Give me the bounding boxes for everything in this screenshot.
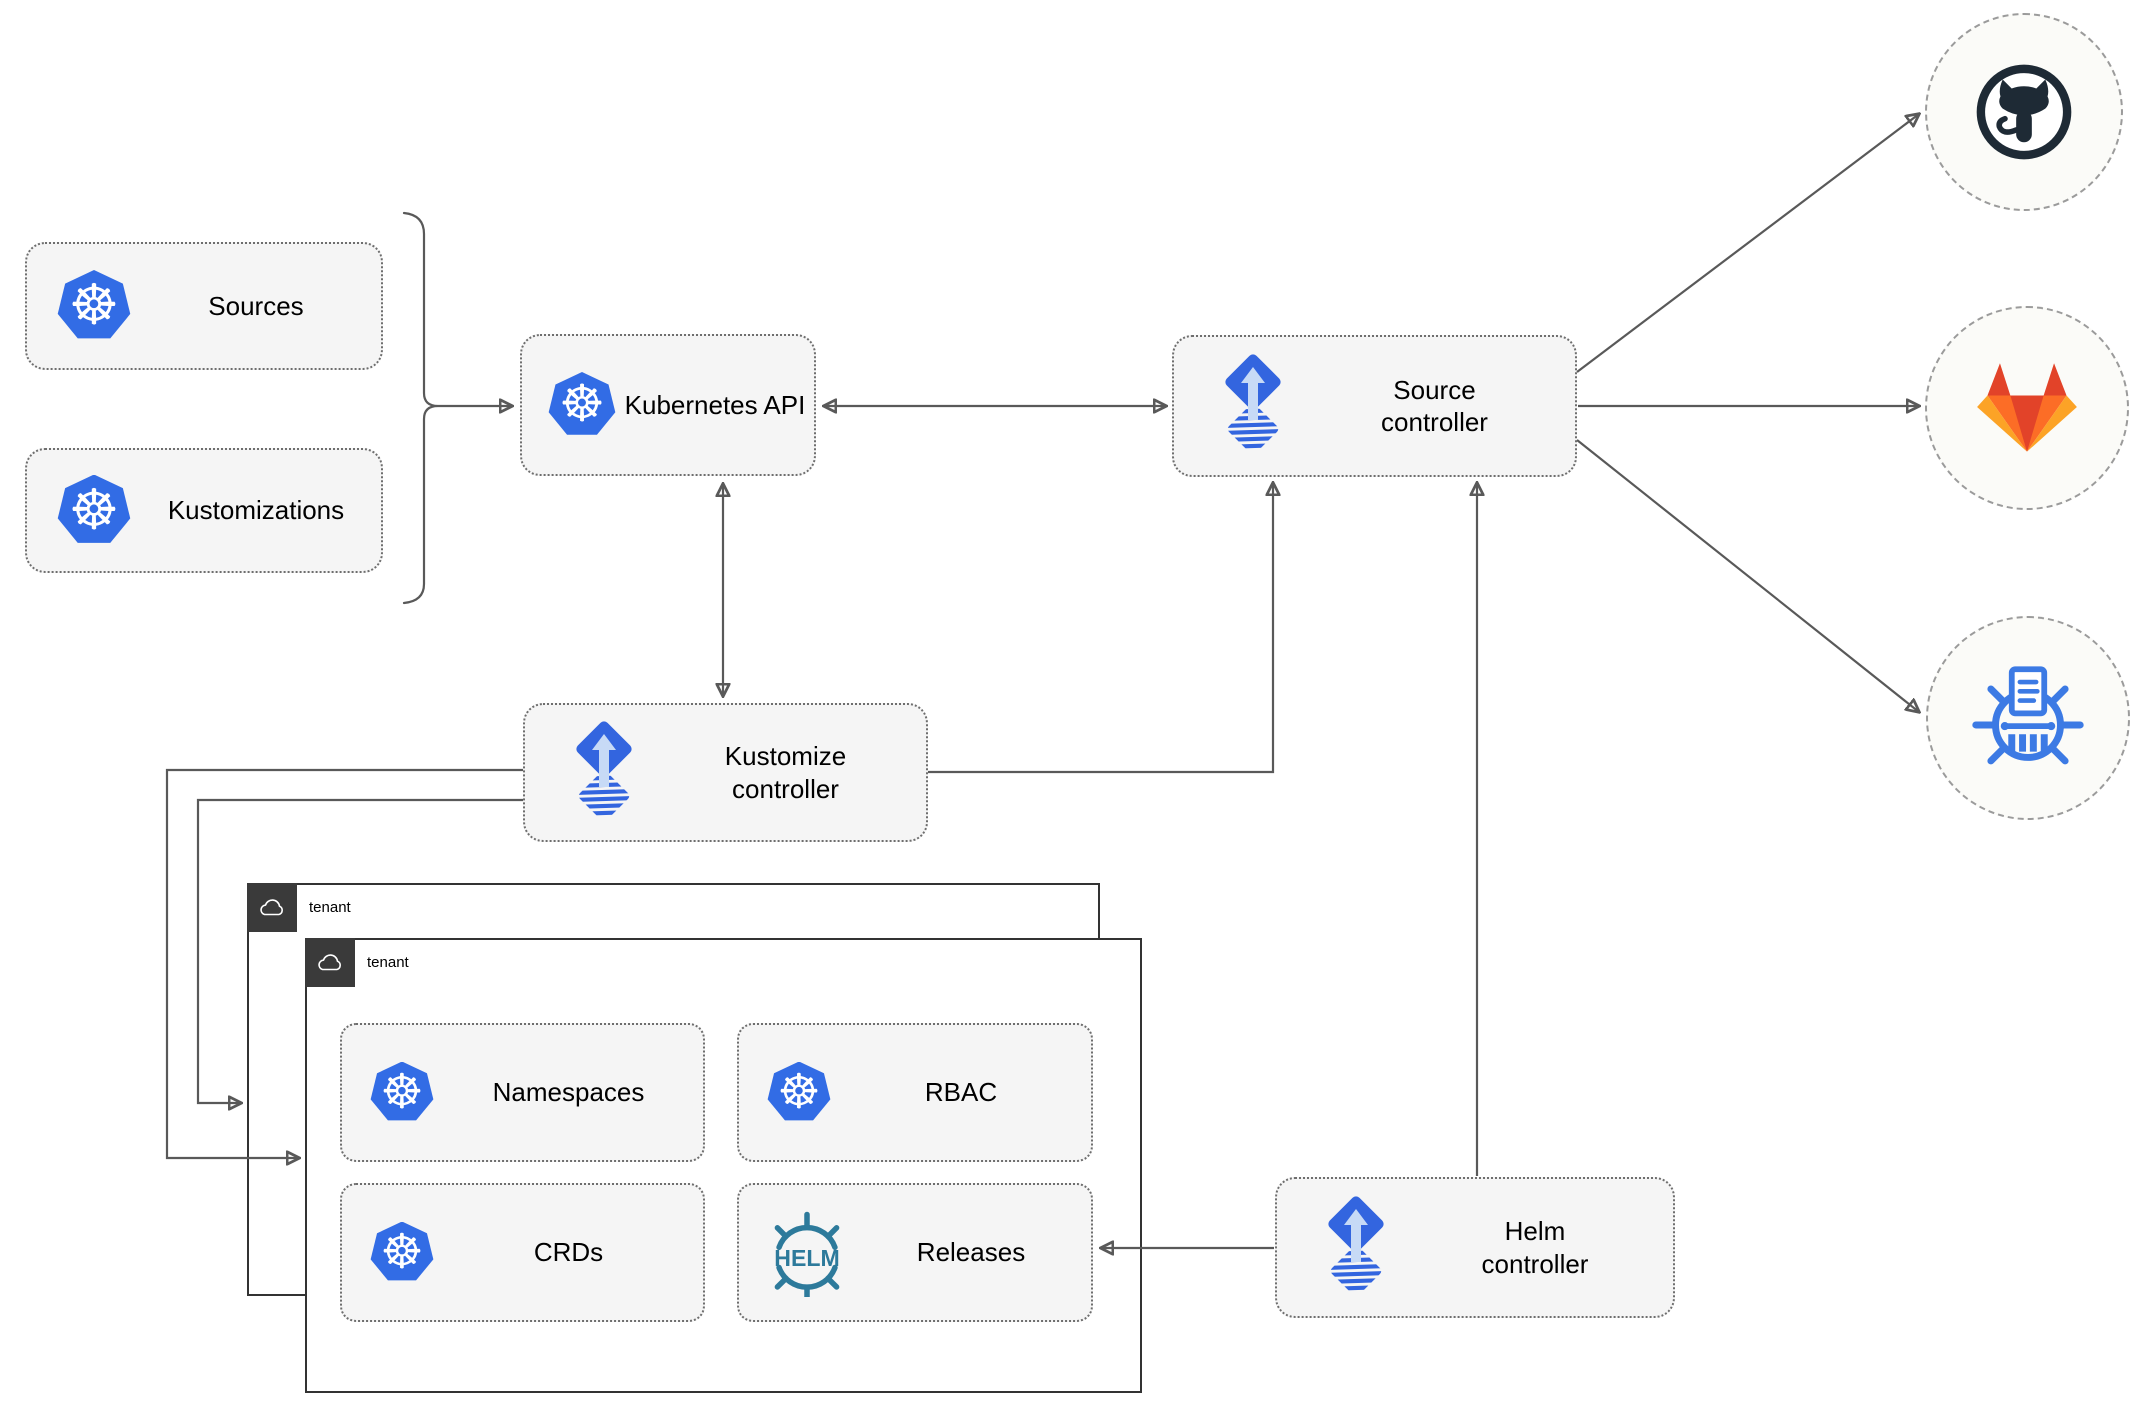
node-source-controller: Source controller [1172, 335, 1577, 477]
node-label: Source controller [1381, 374, 1488, 438]
endpoint-helm-repository [1926, 616, 2130, 820]
cloud-icon [318, 953, 341, 970]
node-releases: HELM Releases [737, 1183, 1093, 1322]
node-helm-controller: Helm controller [1275, 1177, 1675, 1318]
node-kustomize-controller: Kustomize controller [523, 703, 928, 842]
node-kubernetes-api: ☸ Kubernetes API [520, 334, 816, 476]
node-crds: ☸ CRDs [340, 1183, 705, 1322]
node-rbac: ☸ RBAC [737, 1023, 1093, 1162]
node-label: Helm controller [1481, 1216, 1589, 1279]
kubernetes-icon: ☸ [370, 1221, 434, 1281]
tenant-tab [305, 938, 355, 987]
node-sources: ☸ Sources [25, 242, 383, 370]
node-label: Namespaces [492, 1077, 645, 1108]
edge-source-controller-to-registry [1576, 439, 1919, 712]
kubernetes-icon: ☸ [57, 270, 131, 339]
node-label: CRDs [533, 1237, 604, 1268]
node-label: Kustomizations [167, 495, 345, 526]
endpoint-github [1925, 13, 2123, 211]
kubernetes-icon: ☸ [767, 1061, 831, 1121]
kubernetes-icon: ☸ [548, 372, 616, 435]
node-namespaces: ☸ Namespaces [340, 1023, 705, 1162]
edge-brace [402, 211, 439, 605]
tenant-tab [247, 883, 297, 932]
node-label: Kustomize controller [724, 741, 847, 804]
endpoint-gitlab [1925, 306, 2129, 510]
gitlab-icon [1977, 363, 2077, 452]
edge-source-controller-to-github [1576, 114, 1919, 373]
node-kustomizations: ☸ Kustomizations [25, 448, 383, 573]
edge-kustomize-controller-to-source-controller [928, 483, 1273, 774]
flux-icon [1328, 1195, 1384, 1291]
node-label: Kubernetes API [624, 389, 806, 420]
tenant-label: tenant [309, 899, 351, 916]
helm-logo-text: HELM [774, 1245, 839, 1271]
flux-icon [576, 720, 632, 816]
kubernetes-icon: ☸ [57, 474, 131, 543]
tenant-label: tenant [367, 954, 409, 971]
github-icon [1976, 64, 2072, 160]
node-label: RBAC [924, 1077, 998, 1108]
flux-icon [1225, 354, 1281, 450]
node-label: Releases [916, 1237, 1026, 1268]
helm-repository-icon [1972, 666, 2084, 765]
helm-icon: HELM [774, 1211, 840, 1297]
tenant-box-inner: tenant [305, 938, 1142, 1393]
kubernetes-icon: ☸ [370, 1061, 434, 1121]
cloud-icon [260, 898, 283, 915]
node-label: Sources [208, 290, 304, 321]
